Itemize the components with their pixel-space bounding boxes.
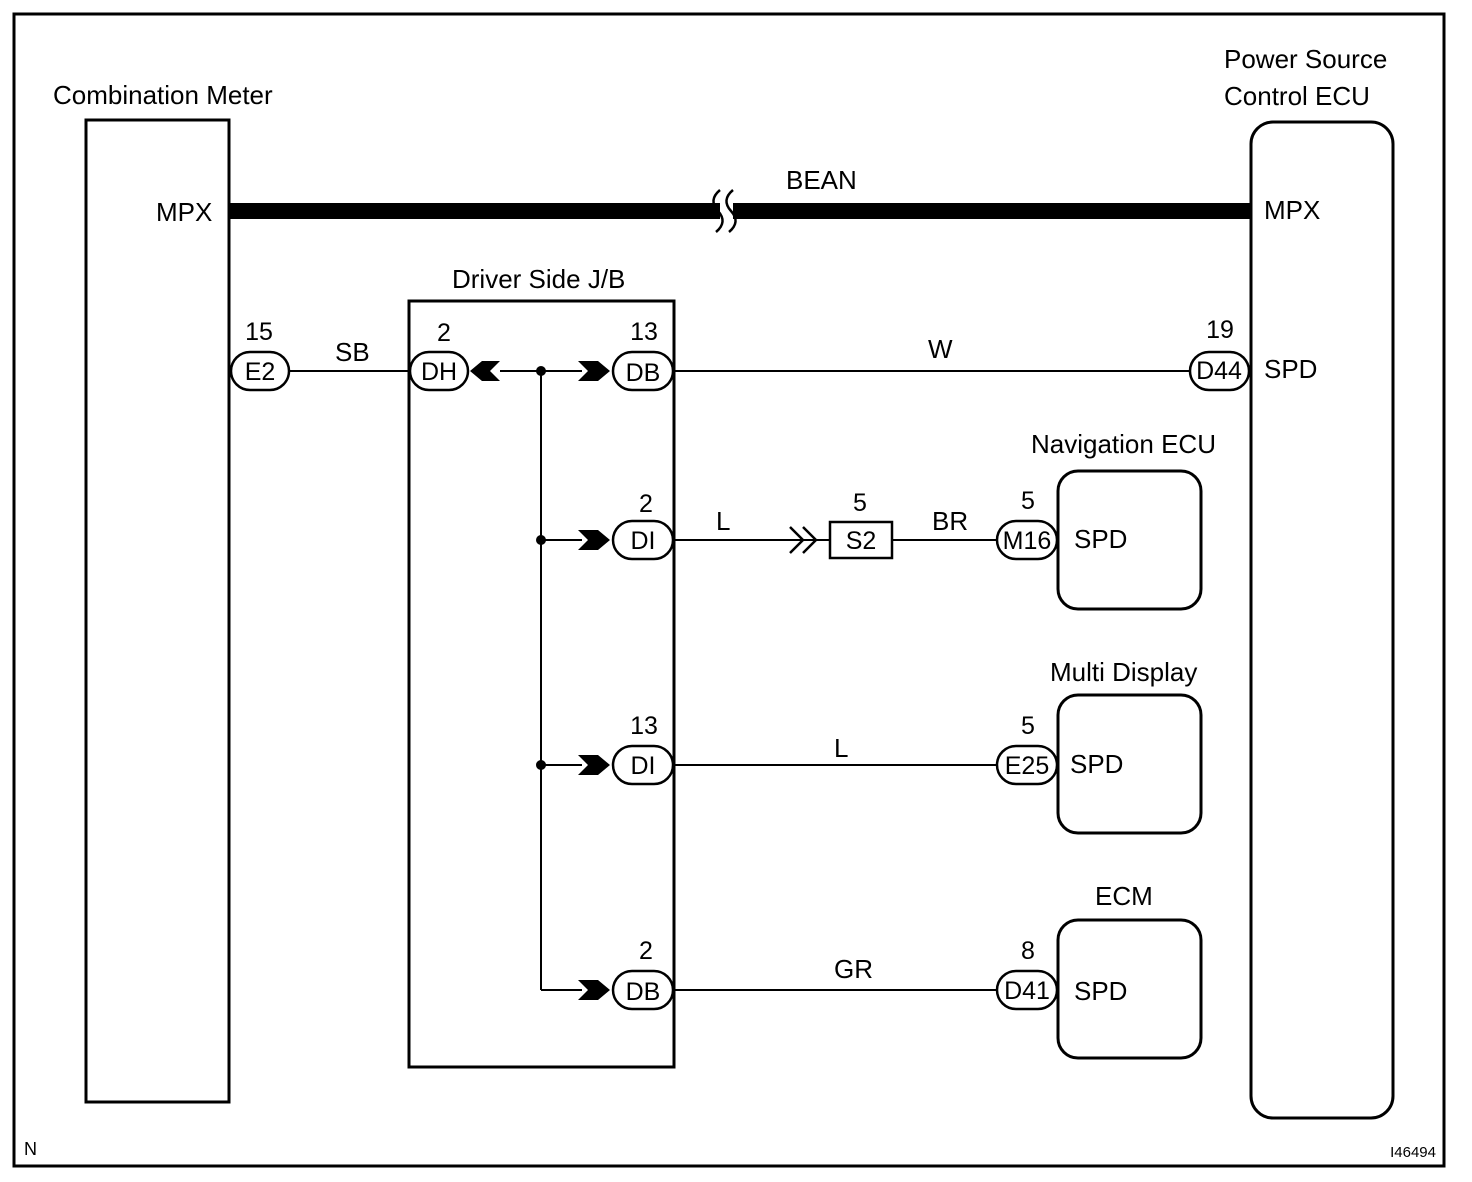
navigation-ecu-spd: SPD — [1074, 524, 1127, 554]
diagram-frame — [12, 12, 1446, 1168]
connector-di-lower-pin: 13 — [630, 712, 658, 740]
connector-e2 — [229, 350, 291, 392]
connector-db-top-chevron-icon — [578, 361, 610, 381]
connector-e25-pin: 5 — [1021, 712, 1035, 740]
connector-di-upper-pin: 2 — [639, 490, 653, 518]
connector-d44-pin: 19 — [1206, 316, 1234, 344]
power-source-ecu-box — [1249, 120, 1395, 1120]
connector-m16 — [995, 519, 1059, 561]
footer-figure-id: I46494 — [1390, 1144, 1436, 1161]
connector-dh-id: DH — [421, 358, 457, 386]
connector-dh-pin: 2 — [437, 319, 451, 347]
power-source-ecu-label-1: Power Source — [1224, 44, 1387, 74]
wire-w-label: W — [928, 334, 953, 364]
connector-e25-id: E25 — [1005, 752, 1049, 780]
connector-s2-id: S2 — [846, 527, 877, 555]
wire-sb-label: SB — [335, 337, 370, 367]
wire-l-upper-label: L — [716, 506, 730, 536]
connector-db-bottom-id: DB — [626, 978, 661, 1006]
connector-e25 — [995, 744, 1059, 786]
connector-dh — [408, 350, 470, 392]
connector-d41-id: D41 — [1004, 977, 1050, 1005]
connector-db-bottom-chevron-icon — [578, 980, 610, 1000]
footer-left-mark: N — [24, 1139, 37, 1159]
ecm-spd: SPD — [1074, 976, 1127, 1006]
connector-e2-pin: 15 — [245, 318, 273, 346]
wire-br-label: BR — [932, 506, 968, 536]
connector-d41 — [995, 969, 1059, 1011]
connector-s2-pin: 5 — [853, 489, 867, 517]
connector-m16-id: M16 — [1003, 527, 1052, 555]
connector-dh-chevron-icon — [470, 361, 500, 381]
jb-node-1 — [536, 366, 546, 376]
connector-di-upper-chevron-icon — [578, 530, 610, 550]
connector-di-lower-id: DI — [631, 752, 656, 780]
power-source-ecu-label-2: Control ECU — [1224, 81, 1370, 111]
combination-meter-box — [84, 118, 231, 1104]
wire-l-lower-label: L — [834, 733, 848, 763]
navigation-ecu-label: Navigation ECU — [1031, 429, 1216, 459]
connector-di-upper-id: DI — [631, 527, 656, 555]
combination-meter-label: Combination Meter — [53, 80, 273, 110]
wire-gr-label: GR — [834, 954, 873, 984]
bean-bus-label: BEAN — [786, 165, 857, 195]
connector-db-top-pin: 13 — [630, 318, 658, 346]
driver-side-jb-label: Driver Side J/B — [452, 264, 625, 294]
power-source-ecu-mpx: MPX — [1264, 195, 1320, 225]
connector-d44-id: D44 — [1196, 357, 1242, 385]
multi-display-label: Multi Display — [1050, 657, 1197, 687]
connector-db-bottom-pin: 2 — [639, 937, 653, 965]
bean-bus-break-icon — [712, 189, 737, 233]
connector-di-lower-chevron-icon — [578, 755, 610, 775]
connector-db-top-id: DB — [626, 359, 661, 387]
s2-arrow-icon — [789, 526, 818, 554]
connector-d41-pin: 8 — [1021, 937, 1035, 965]
connector-e2-id: E2 — [245, 358, 276, 386]
connector-d44 — [1188, 350, 1251, 392]
power-source-ecu-spd: SPD — [1264, 354, 1317, 384]
multi-display-spd: SPD — [1070, 749, 1123, 779]
connector-m16-pin: 5 — [1021, 487, 1035, 515]
combination-meter-mpx: MPX — [156, 197, 212, 227]
ecm-label: ECM — [1095, 881, 1153, 911]
